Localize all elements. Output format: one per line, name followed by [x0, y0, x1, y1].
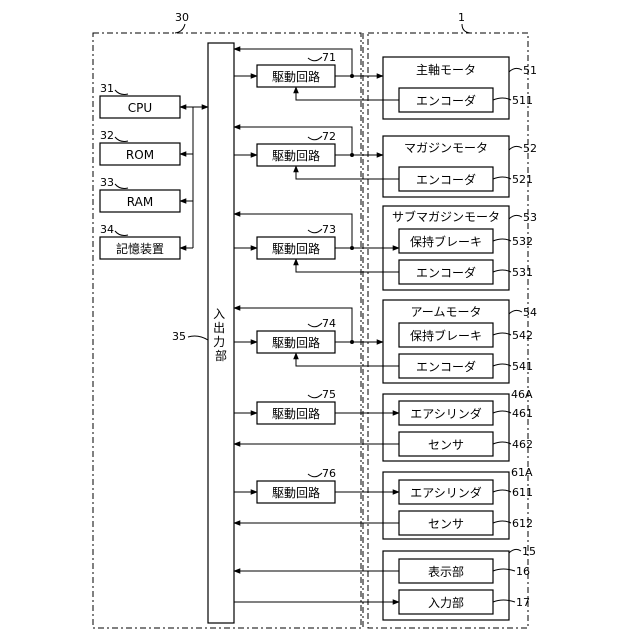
device-53-sub-1-ref: 532: [512, 235, 533, 248]
device-54-sub-1: 保持ブレーキ: [410, 328, 482, 343]
ram-block: RAM 33: [100, 176, 180, 212]
drive-circuit-74-label: 駆動回路: [272, 335, 320, 350]
io-unit-label: 入 出 力 部: [213, 307, 229, 363]
device-54-sub-2: エンコーダ: [416, 359, 476, 374]
device-15-sub-2: 入力部: [428, 595, 464, 610]
device-46a-sub-2: センサ: [428, 438, 464, 452]
drive-circuit-75: 駆動回路 75: [257, 388, 336, 424]
drive-circuit-73-ref: 73: [322, 223, 336, 236]
ram-label: RAM: [127, 195, 153, 209]
device-15-ref: 15: [522, 545, 536, 558]
device-15-sub-1: 表示部: [428, 564, 464, 579]
drive-circuit-75-label: 駆動回路: [272, 406, 320, 421]
rom-ref: 32: [100, 129, 114, 142]
device-52-title: マガジンモータ: [404, 141, 488, 155]
drive-circuit-71-ref: 71: [322, 51, 336, 64]
device-53-ref: 53: [523, 211, 537, 224]
drive-circuit-71: 駆動回路 71: [257, 51, 336, 87]
device-46a: 46A エアシリンダ 461 センサ 462: [383, 388, 533, 461]
device-51-sub-1: エンコーダ: [416, 93, 476, 108]
storage-label: 記憶装置: [116, 241, 164, 256]
rom-block: ROM 32: [100, 129, 180, 165]
device-54-sub-1-ref: 542: [512, 329, 533, 342]
device-54-ref: 54: [523, 306, 537, 319]
storage-block: 記憶装置 34: [100, 223, 180, 259]
drive-circuit-72: 駆動回路 72: [257, 130, 336, 166]
drive-circuit-72-label: 駆動回路: [272, 148, 320, 163]
drive-circuit-74: 駆動回路 74: [257, 317, 336, 353]
device-51: 主軸モータ 51 エンコーダ 511: [383, 57, 537, 119]
device-46a-sub-2-ref: 462: [512, 438, 533, 451]
device-53-title: サブマガジンモータ: [392, 209, 500, 224]
device-51-sub-1-ref: 511: [512, 94, 533, 107]
device-15-sub-1-ref: 16: [516, 565, 530, 578]
drive-circuit-73-label: 駆動回路: [272, 241, 320, 256]
device-51-ref: 51: [523, 64, 537, 77]
drive-circuit-72-ref: 72: [322, 130, 336, 143]
device-52: マガジンモータ 52 エンコーダ 521: [383, 136, 537, 197]
ram-ref: 33: [100, 176, 114, 189]
device-15: 15 表示部 16 入力部 17: [383, 545, 536, 620]
drive-circuit-73: 駆動回路 73: [257, 223, 336, 259]
storage-ref: 34: [100, 223, 114, 236]
device-52-sub-1-ref: 521: [512, 173, 533, 186]
drive-circuit-76-ref: 76: [322, 467, 336, 480]
device-61a-sub-1: エアシリンダ: [410, 485, 482, 500]
device-46a-sub-1-ref: 461: [512, 407, 533, 420]
cpu-ref: 31: [100, 82, 114, 95]
device-61a-sub-1-ref: 611: [512, 486, 533, 499]
machine-frame-ref: 1: [458, 11, 465, 24]
drive-circuit-75-ref: 75: [322, 388, 336, 401]
device-52-sub-1: エンコーダ: [416, 172, 476, 187]
device-61a: 61A エアシリンダ 611 センサ 612: [383, 466, 533, 539]
device-46a-sub-1: エアシリンダ: [410, 406, 482, 421]
controller-frame-ref: 30: [175, 11, 189, 24]
drive-circuit-76-label: 駆動回路: [272, 485, 320, 500]
io-unit-ref: 35: [172, 330, 186, 343]
device-54: アームモータ 54 保持ブレーキ 542 エンコーダ 541: [383, 300, 537, 383]
device-54-title: アームモータ: [411, 305, 482, 319]
device-53: サブマガジンモータ 53 保持ブレーキ 532 エンコーダ 531: [383, 206, 537, 290]
device-15-sub-2-ref: 17: [516, 596, 530, 609]
device-51-title: 主軸モータ: [416, 63, 476, 77]
device-61a-ref: 61A: [511, 466, 533, 479]
device-61a-sub-2: センサ: [428, 517, 464, 531]
cpu-block: CPU 31: [100, 82, 180, 118]
drive-circuit-74-ref: 74: [322, 317, 336, 330]
device-52-ref: 52: [523, 142, 537, 155]
device-61a-sub-2-ref: 612: [512, 517, 533, 530]
device-54-sub-2-ref: 541: [512, 360, 533, 373]
connections-15: [234, 571, 399, 602]
cpu-label: CPU: [128, 101, 152, 115]
device-53-sub-1: 保持ブレーキ: [410, 234, 482, 249]
device-46a-ref: 46A: [511, 388, 533, 401]
drive-circuit-71-label: 駆動回路: [272, 69, 320, 84]
rom-label: ROM: [126, 148, 154, 162]
device-53-sub-2: エンコーダ: [416, 265, 476, 280]
device-53-sub-2-ref: 531: [512, 266, 533, 279]
drive-circuit-76: 駆動回路 76: [257, 467, 336, 503]
